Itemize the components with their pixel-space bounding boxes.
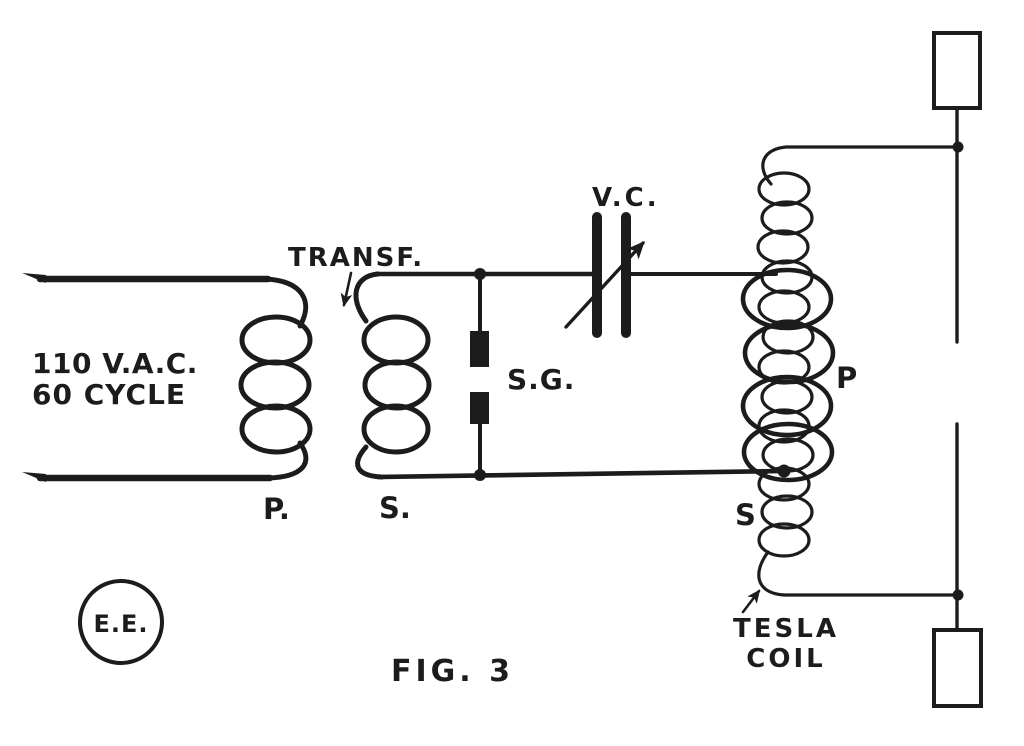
- discharge-electrode-bottom: [932, 628, 983, 708]
- variable-capacitor: V.C.: [564, 183, 660, 338]
- discharge-terminals: [932, 31, 983, 708]
- tesla-name-line2: COIL: [746, 644, 825, 674]
- ac-voltage-label: 110 V.A.C.: [32, 347, 198, 380]
- junction-dot-lower-right: [952, 589, 964, 601]
- tesla-secondary-winding: [756, 145, 960, 597]
- capacitor-variable-arrow: [564, 241, 645, 329]
- ac-line-top-end: [22, 273, 46, 283]
- transformer-primary-label: P.: [263, 492, 290, 526]
- junction-dot-upper-right: [952, 141, 964, 153]
- transformer-primary-coil: [238, 276, 313, 481]
- power-transformer: TRANSF. P. S.: [238, 243, 432, 526]
- ac-line-bottom-end: [22, 472, 46, 482]
- spark-gap-electrode-bottom: [470, 392, 489, 424]
- tesla-name-line1: TESLA: [733, 614, 839, 644]
- tesla-primary-label: P: [836, 361, 857, 395]
- tank-circuit-wires: [373, 268, 791, 481]
- tesla-coil: P S TESLA COIL: [733, 145, 960, 674]
- artist-monogram: E.E.: [78, 579, 164, 665]
- spark-gap-label: S.G.: [507, 363, 575, 396]
- discharge-electrode-top: [932, 31, 982, 110]
- monogram-circle: [78, 579, 164, 665]
- monogram-text: E.E.: [93, 610, 148, 638]
- spark-gap-electrode-top: [470, 331, 489, 367]
- transformer-secondary-coil: [353, 271, 432, 480]
- capacitor-label: V.C.: [592, 183, 660, 213]
- figure-caption: FIG. 3: [391, 654, 514, 689]
- tesla-secondary-label: S: [735, 498, 756, 532]
- spark-gap: S.G.: [470, 274, 575, 476]
- tesla-primary-winding: [740, 267, 836, 483]
- transformer-label: TRANSF.: [288, 243, 424, 273]
- ac-source: 110 V.A.C. 60 CYCLE: [22, 273, 274, 482]
- transformer-pointer-arrow: [340, 271, 353, 307]
- ac-frequency-label: 60 CYCLE: [32, 378, 186, 411]
- tesla-pointer-arrow: [741, 589, 761, 614]
- transformer-secondary-label: S.: [379, 491, 411, 525]
- wire-bottom: [375, 468, 786, 480]
